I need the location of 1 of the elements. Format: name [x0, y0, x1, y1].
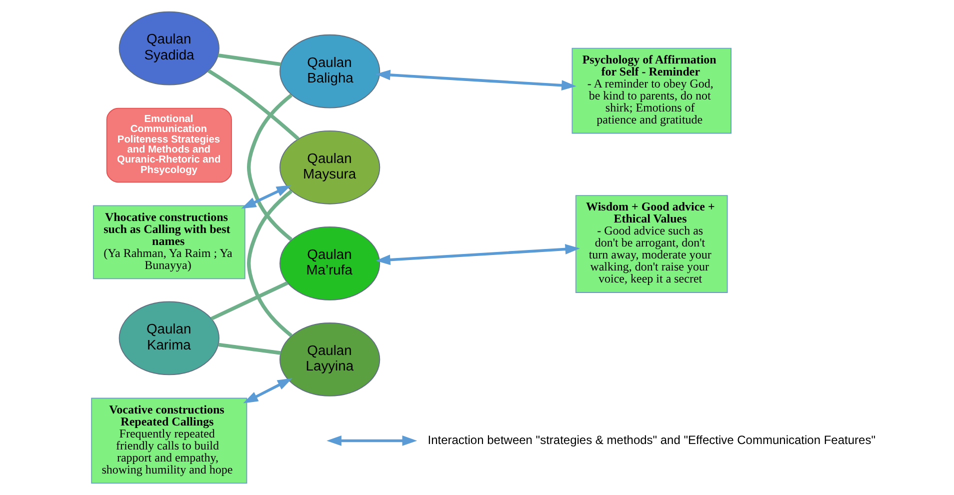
legend-label: Interaction between "strategies & methods" and "Effective Communication Features"	[428, 432, 876, 447]
